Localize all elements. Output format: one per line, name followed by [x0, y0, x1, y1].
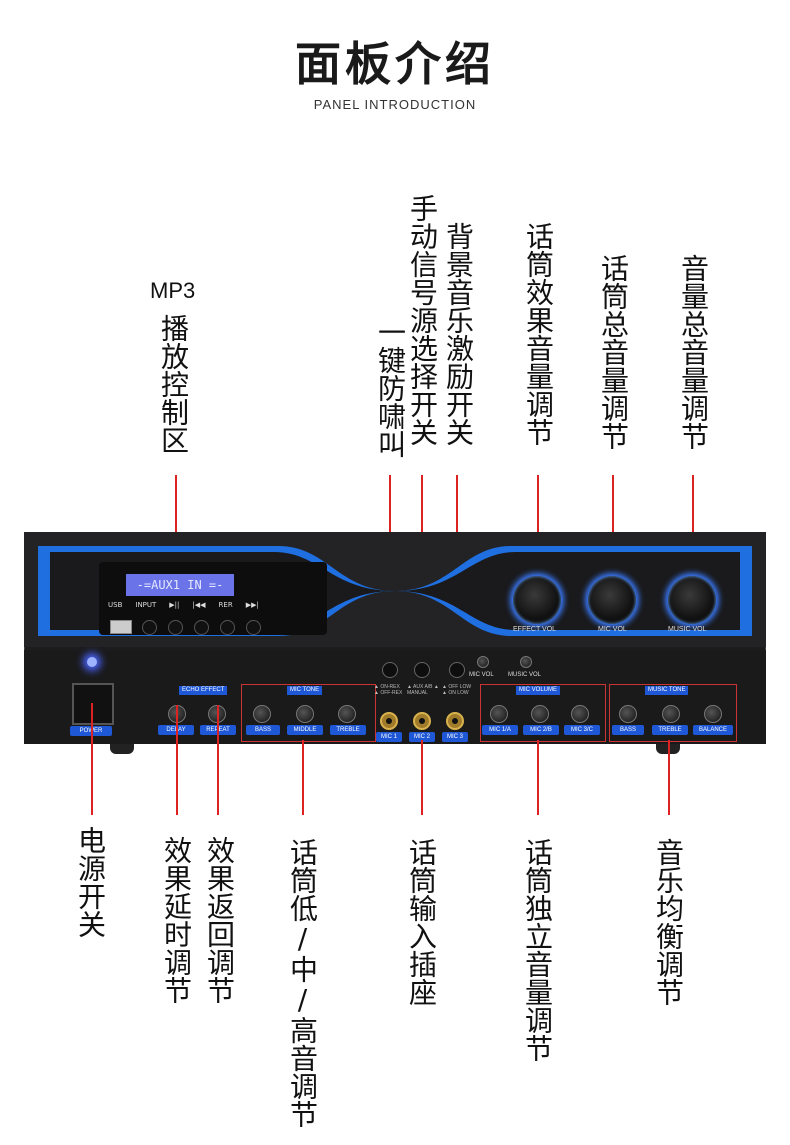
callout-line-delay	[176, 705, 178, 815]
mp3-control-labels: USB INPUT ▶|| |◀◀ RER ▶▶|	[108, 601, 328, 609]
music-tone-title: MUSIC TONE	[645, 686, 689, 695]
mic2b-label: MIC 2/B	[523, 725, 559, 735]
mic3c-label: MIC 3/C	[564, 725, 600, 735]
power-led-icon	[87, 657, 97, 667]
mic1a-knob[interactable]	[490, 705, 508, 723]
callout-line-mic-tone	[302, 740, 304, 815]
music-treble-label: TREBLE	[652, 725, 688, 735]
mp3-prev-label: |◀◀	[192, 601, 206, 609]
callout-line-music-tone	[668, 740, 670, 815]
effect-vol-label: EFFECT VOL	[513, 626, 557, 633]
mp3-rer-label: RER	[218, 601, 233, 609]
mic1-label: MIC 1	[376, 732, 402, 742]
mic3-jack[interactable]	[446, 712, 464, 730]
label-delay: 效果延时调节	[160, 836, 193, 1004]
label-effect-vol: 话筒效果音量调节	[522, 222, 555, 446]
label-music-tone: 音乐均衡调节	[652, 838, 685, 1006]
mic-treble-knob[interactable]	[338, 705, 356, 723]
label-mic-vol: 话筒总音量调节	[597, 254, 630, 450]
label-mic-tone: 话筒低/中/高音调节	[286, 838, 319, 1128]
music-tone-group	[609, 684, 737, 742]
mp3-play-label: ▶||	[169, 601, 180, 609]
lcd-display: -=AUX1 IN =-	[126, 574, 234, 596]
label-mic-volume: 话筒独立音量调节	[521, 838, 554, 1062]
mic2-jack[interactable]	[413, 712, 431, 730]
label-music-vol: 音量总音量调节	[677, 254, 710, 450]
prev-button[interactable]	[194, 620, 209, 635]
callout-line-power	[91, 703, 93, 815]
music-vol-trim-knob[interactable]	[520, 656, 532, 668]
music-treble-knob[interactable]	[662, 705, 680, 723]
page-subtitle: PANEL INTRODUCTION	[313, 97, 477, 112]
label-power: 电源开关	[74, 826, 107, 938]
mic2b-knob[interactable]	[531, 705, 549, 723]
rer-button[interactable]	[220, 620, 235, 635]
music-vol-label: MUSIC VOL	[668, 626, 707, 633]
effect-vol-knob[interactable]	[513, 576, 561, 624]
mp3-next-label: ▶▶|	[245, 601, 259, 609]
mic3c-knob[interactable]	[571, 705, 589, 723]
label-bgm-exciter: 背景音乐激励开关	[442, 222, 475, 446]
mic-bass-label: BASS	[246, 725, 280, 735]
mp3-usb-label: USB	[108, 601, 123, 609]
mp3-input-label: INPUT	[135, 601, 157, 609]
mic-middle-label: MIDDLE	[287, 725, 323, 735]
anti-feedback-button[interactable]	[382, 662, 398, 678]
upper-panel: -=AUX1 IN =- USB INPUT ▶|| |◀◀ RER ▶▶| E…	[24, 532, 766, 647]
label-manual-source: 手动信号源选择开关	[406, 194, 439, 446]
label-mic-input: 话筒输入插座	[405, 838, 438, 1006]
mic-vol-knob[interactable]	[588, 576, 636, 624]
balance-label: BALANCE	[693, 725, 733, 735]
mic-treble-label: TREBLE	[330, 725, 366, 735]
callout-line-mic-volume	[537, 740, 539, 815]
amplifier-panel: -=AUX1 IN =- USB INPUT ▶|| |◀◀ RER ▶▶| E…	[24, 532, 766, 754]
mic-vol-label: MIC VOL	[598, 626, 627, 633]
label-mp3-prefix: MP3	[150, 278, 196, 303]
input-button[interactable]	[142, 620, 157, 635]
mic-volume-title: MIC VOLUME	[516, 686, 561, 695]
bgm-exciter-button[interactable]	[449, 662, 465, 678]
echo-effect-title: ECHO EFFECT	[179, 686, 228, 695]
balance-knob[interactable]	[704, 705, 722, 723]
music-vol-knob[interactable]	[668, 576, 716, 624]
left-foot	[110, 744, 134, 754]
label-repeat: 效果返回调节	[203, 836, 236, 1004]
switch1-label: ▲ ON-REX ▲ OFF-REX	[374, 684, 403, 696]
label-mp3-control: 播放控制区	[157, 314, 190, 454]
callout-line-mic-input	[421, 740, 423, 815]
callout-line-mp3	[175, 475, 177, 583]
mic3-label: MIC 3	[442, 732, 468, 742]
mic-volume-group	[480, 684, 606, 742]
switch2-label: ▲ AUX A/B ▲ MANUAL	[407, 684, 439, 696]
next-button[interactable]	[246, 620, 261, 635]
mp3-module	[99, 562, 327, 635]
source-select-button[interactable]	[414, 662, 430, 678]
usb-port[interactable]	[110, 620, 132, 634]
page-title: 面板介绍	[295, 37, 495, 91]
music-vol-small-label: MUSIC VOL	[508, 672, 542, 678]
label-feedback-line2: 一键防啸叫	[374, 318, 407, 458]
music-bass-label: BASS	[612, 725, 644, 735]
mic-middle-knob[interactable]	[296, 705, 314, 723]
mic-vol-small-label: MIC VOL	[469, 672, 494, 678]
power-switch[interactable]	[72, 683, 114, 725]
mic-bass-knob[interactable]	[253, 705, 271, 723]
music-bass-knob[interactable]	[619, 705, 637, 723]
play-pause-button[interactable]	[168, 620, 183, 635]
mic-vol-trim-knob[interactable]	[477, 656, 489, 668]
mic-tone-group	[241, 684, 376, 742]
callout-line-repeat	[217, 705, 219, 815]
mic2-label: MIC 2	[409, 732, 435, 742]
mic1a-label: MIC 1/A	[482, 725, 518, 735]
switch3-label: ▲ OFF LOW ▲ ON LOW	[442, 684, 472, 696]
mic1-jack[interactable]	[380, 712, 398, 730]
mic-tone-title: MIC TONE	[287, 686, 323, 695]
